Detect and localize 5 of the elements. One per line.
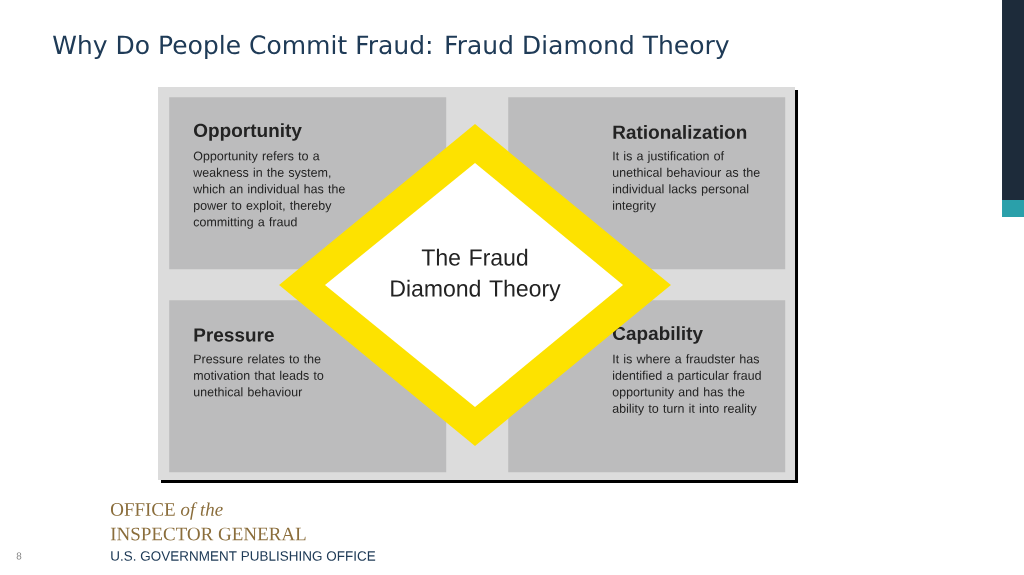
office-name: OFFICE of the (111, 502, 223, 520)
title: Why Do People Commit Fraud: Fraud Diamond Theory (53, 34, 729, 60)
page-number: 8 (16, 552, 22, 560)
office-name: INSPECTOR GENERAL (110, 527, 306, 541)
office-subtitle: U.S. GOVERNMENT PUBLISHING OFFICE (111, 551, 376, 561)
